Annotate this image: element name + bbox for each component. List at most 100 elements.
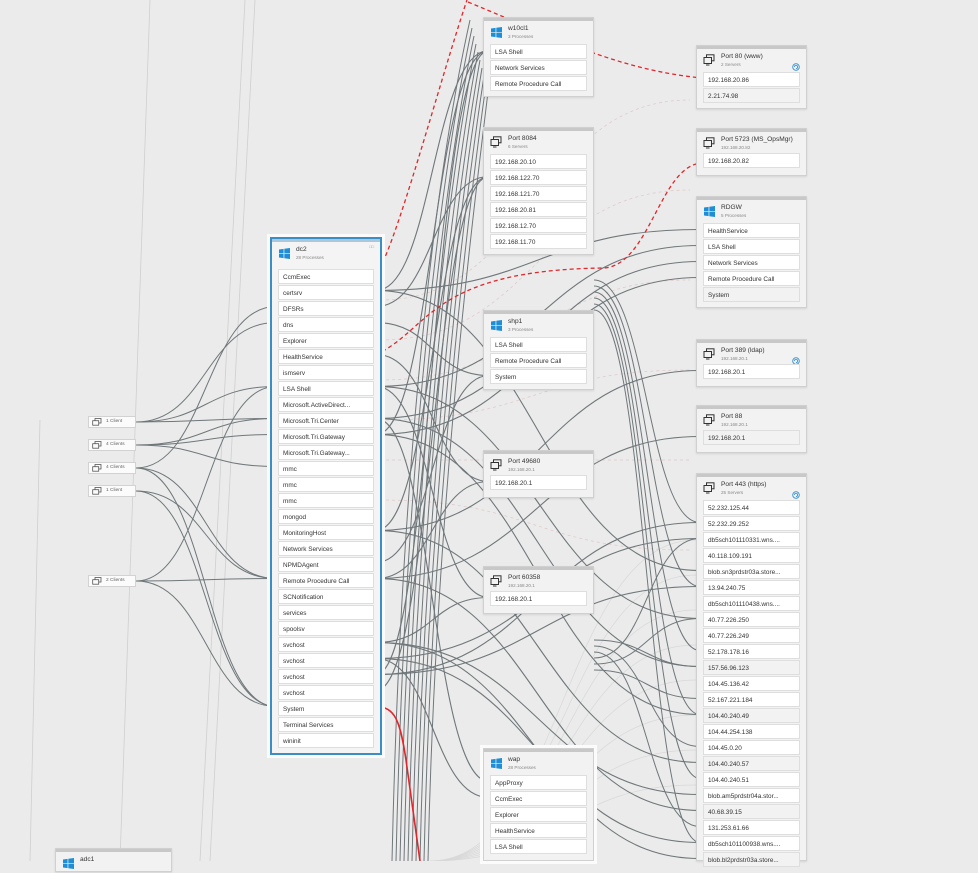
process-row[interactable]: HealthService: [490, 823, 587, 838]
process-row[interactable]: 104.45.0.20: [703, 740, 800, 755]
process-row[interactable]: 157.56.96.123: [703, 660, 800, 675]
process-row[interactable]: 52.232.125.44: [703, 500, 800, 515]
node-header[interactable]: Port 389 (ldap)192.168.20.1: [697, 340, 806, 365]
process-row[interactable]: 40.77.226.249: [703, 628, 800, 643]
process-row[interactable]: mmc: [278, 477, 374, 492]
process-row[interactable]: db5sch101100938.wns....: [703, 836, 800, 851]
process-row[interactable]: Network Services: [278, 541, 374, 556]
process-row[interactable]: MonitoringHost: [278, 525, 374, 540]
process-row[interactable]: 52.178.178.16: [703, 644, 800, 659]
process-row[interactable]: blob.am5prdstr04a.stor...: [703, 788, 800, 803]
process-row[interactable]: 192.168.20.1: [703, 364, 800, 379]
node-header[interactable]: Port 5723 (MS_OpsMgr)192.168.20.82: [697, 129, 806, 153]
process-row[interactable]: HealthService: [703, 223, 800, 238]
process-row[interactable]: Microsoft.Tri.Center: [278, 413, 374, 428]
node-header[interactable]: Port 80 (www)2 Servers: [697, 46, 806, 71]
process-row[interactable]: 192.168.20.1: [490, 475, 587, 490]
process-row[interactable]: 192.168.12.70: [490, 218, 587, 233]
process-row[interactable]: wininit: [278, 733, 374, 748]
process-row[interactable]: LSA Shell: [703, 239, 800, 254]
process-row[interactable]: 40.118.109.191: [703, 548, 800, 563]
process-row[interactable]: SCNotification: [278, 589, 374, 604]
process-row[interactable]: 13.94.240.75: [703, 580, 800, 595]
process-row[interactable]: LSA Shell: [490, 337, 587, 352]
process-row[interactable]: 40.68.39.15: [703, 804, 800, 819]
process-row[interactable]: CcmExec: [490, 791, 587, 806]
process-row[interactable]: dns: [278, 317, 374, 332]
process-row[interactable]: mmc: [278, 461, 374, 476]
process-row[interactable]: 52.167.221.184: [703, 692, 800, 707]
process-row[interactable]: mmc: [278, 493, 374, 508]
process-row[interactable]: certsrv: [278, 285, 374, 300]
process-row[interactable]: Remote Procedure Call: [490, 353, 587, 368]
process-row[interactable]: spoolsv: [278, 621, 374, 636]
process-row[interactable]: Microsoft.Tri.Gateway...: [278, 445, 374, 460]
window-controls-icon[interactable]: □□: [369, 244, 374, 249]
process-row[interactable]: blob.sn3prdstr03a.store...: [703, 564, 800, 579]
process-row[interactable]: Explorer: [490, 807, 587, 822]
process-row[interactable]: Network Services: [490, 60, 587, 75]
client-group[interactable]: 4 Clients: [88, 439, 136, 451]
process-row[interactable]: 2.21.74.98: [703, 88, 800, 103]
process-row[interactable]: HealthService: [278, 349, 374, 364]
process-row[interactable]: Remote Procedure Call: [278, 573, 374, 588]
refresh-icon[interactable]: [792, 63, 800, 71]
process-row[interactable]: 104.40.240.49: [703, 708, 800, 723]
process-row[interactable]: 104.45.136.42: [703, 676, 800, 691]
process-row[interactable]: svchost: [278, 653, 374, 668]
process-row[interactable]: LSA Shell: [278, 381, 374, 396]
client-group[interactable]: 1 Client: [88, 416, 136, 428]
process-row[interactable]: CcmExec: [278, 269, 374, 284]
process-row[interactable]: mongod: [278, 509, 374, 524]
process-row[interactable]: Remote Procedure Call: [490, 76, 587, 91]
process-row[interactable]: 104.44.254.138: [703, 724, 800, 739]
process-row[interactable]: LSA Shell: [490, 44, 587, 59]
process-row[interactable]: db5sch101110331.wns....: [703, 532, 800, 547]
process-row[interactable]: 192.168.20.81: [490, 202, 587, 217]
process-row[interactable]: 192.168.122.70: [490, 170, 587, 185]
process-row[interactable]: services: [278, 605, 374, 620]
node-header[interactable]: adc1: [56, 849, 171, 873]
process-row[interactable]: 104.40.240.51: [703, 772, 800, 787]
process-row[interactable]: System: [490, 369, 587, 384]
process-row[interactable]: 192.168.11.70: [490, 234, 587, 249]
process-row[interactable]: Remote Procedure Call: [703, 271, 800, 286]
process-row[interactable]: db5sch101110438.wns....: [703, 596, 800, 611]
process-row[interactable]: Explorer: [278, 333, 374, 348]
process-row[interactable]: 52.232.29.252: [703, 516, 800, 531]
process-row[interactable]: 192.168.121.70: [490, 186, 587, 201]
refresh-icon[interactable]: [792, 491, 800, 499]
process-row[interactable]: AppProxy: [490, 775, 587, 790]
client-group[interactable]: 2 Clients: [88, 575, 136, 587]
process-row[interactable]: Network Services: [703, 255, 800, 270]
process-row[interactable]: System: [703, 287, 800, 302]
process-row[interactable]: svchost: [278, 637, 374, 652]
process-row[interactable]: 40.77.226.250: [703, 612, 800, 627]
client-group[interactable]: 1 Client: [88, 485, 136, 497]
process-row[interactable]: 131.253.61.66: [703, 820, 800, 835]
process-row[interactable]: DFSRs: [278, 301, 374, 316]
process-row[interactable]: ismserv: [278, 365, 374, 380]
node-adc1[interactable]: adc1: [55, 848, 172, 872]
process-row[interactable]: Microsoft.ActiveDirect...: [278, 397, 374, 412]
